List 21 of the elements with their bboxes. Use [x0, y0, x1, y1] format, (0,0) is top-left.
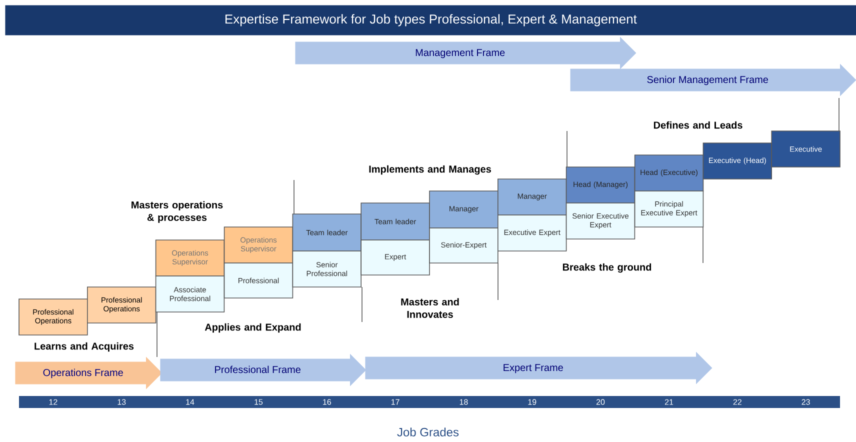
grade-number: 23 [802, 399, 810, 405]
grade-number: 14 [186, 399, 194, 405]
title-banner: Expertise Framework for Job types Professional, Expert & Management [5, 5, 856, 36]
stage-heading: Implements and Manages [369, 165, 491, 175]
grade-number: 22 [733, 399, 742, 405]
grade-number: 12 [49, 399, 58, 405]
grade-number: 20 [596, 399, 605, 405]
stage-heading: Applies and Expand [204, 323, 301, 333]
stage-heading: Masters and Innovates [401, 298, 459, 318]
stage-heading: Breaks the ground [562, 263, 652, 273]
stage-heading: Defines and Leads [654, 121, 742, 129]
grade-number: 17 [391, 399, 400, 405]
grade-number: 16 [323, 399, 331, 405]
grade-number: 21 [664, 399, 674, 405]
grade-number: 19 [528, 399, 536, 405]
stage-heading: Masters operations & processes [132, 201, 223, 223]
grade-number: 18 [460, 399, 468, 405]
grade-number: 15 [254, 399, 263, 405]
stage-heading: Learns and Acquires [34, 342, 134, 352]
grade-number: 13 [118, 399, 126, 405]
axis-title: Job Grades [397, 428, 459, 436]
